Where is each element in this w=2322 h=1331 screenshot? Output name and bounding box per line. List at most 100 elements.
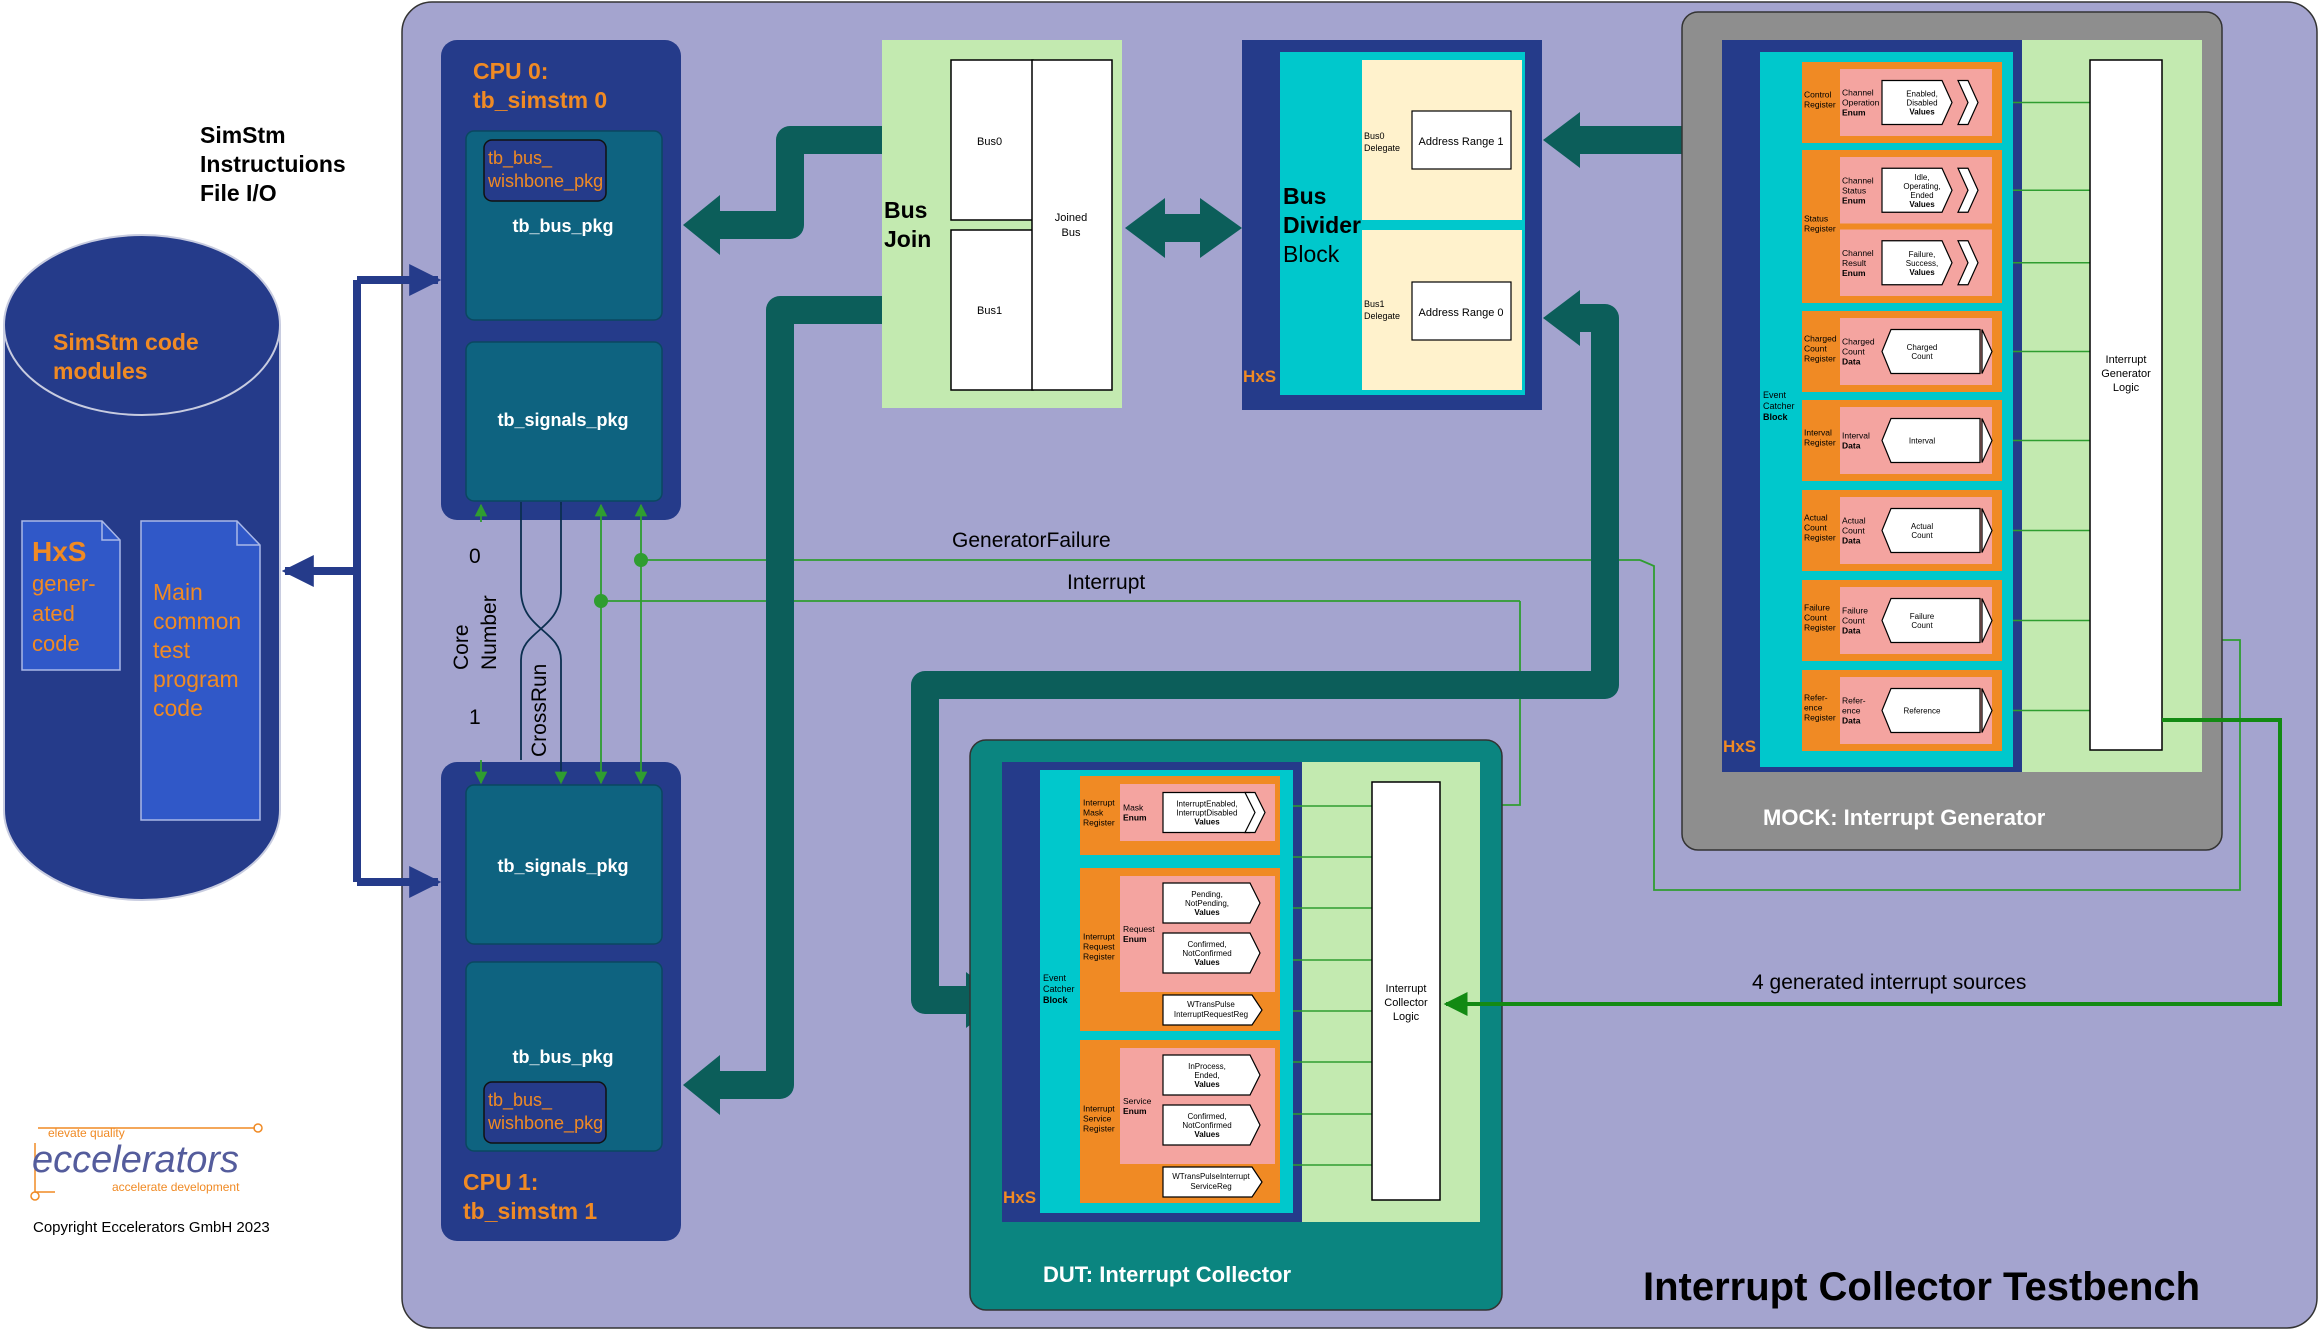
mock-event-catcher-line3: Block [1763, 412, 1789, 422]
cpu1-bus-pkg-label: tb_bus_pkg [512, 1047, 613, 1067]
dut-register-name: Mask [1083, 808, 1104, 818]
dut-value-text: NotConfirmed [1182, 949, 1231, 958]
mock-value-text: Charged [1907, 343, 1938, 352]
dut-value-suffix: Values [1194, 818, 1220, 827]
cpu0-signals-pkg [465, 341, 663, 502]
interrupt-collector-logic [1371, 781, 1441, 1201]
mock-register-list: ControlRegisterChannelOperationEnumEnabl… [1802, 62, 2002, 751]
dut-register-list: InterruptMaskRegisterMaskEnumInterruptEn… [1080, 776, 1280, 1203]
joined-bus-line1: Joined [1055, 212, 1087, 224]
mock-field-name: Channel [1842, 248, 1874, 258]
simstm-line1: SimStm [200, 122, 286, 148]
dut-value-suffix: Values [1194, 958, 1220, 967]
interrupt-junction [594, 594, 608, 608]
dut-enum-arrow [1244, 791, 1266, 834]
logo-brand: eccelerators [32, 1139, 239, 1181]
cpu1-title-line1: CPU 1: [463, 1169, 538, 1195]
dut-field-kind: Enum [1123, 1106, 1147, 1116]
dut-hxs-label: HxS [1003, 1188, 1036, 1207]
mock-field-name: Channel [1842, 175, 1874, 185]
mock-value-text: Enabled, [1906, 90, 1938, 99]
mock-value-box [1881, 167, 1953, 213]
mock-event-catcher-line1: Event [1763, 390, 1787, 400]
cpu0-wishbone-pkg [483, 139, 607, 202]
dut-value-text: NotPending, [1185, 899, 1229, 908]
dut-pulse-text: InterruptRequestReg [1174, 1010, 1248, 1019]
db-title-line1: SimStm code [53, 329, 199, 355]
mock-data-arrow [1981, 329, 1993, 374]
mock-data-arrow [1981, 508, 1993, 553]
mock-hxs-label: HxS [1723, 737, 1756, 756]
mock-value-text: Idle, [1914, 173, 1929, 182]
logo-bottom: accelerate development [112, 1180, 240, 1194]
mock-field-kind: Data [1842, 536, 1861, 546]
mock-value-text: Success, [1906, 259, 1938, 268]
dut-value-text: Pending, [1191, 890, 1223, 899]
mock-register-name: Status [1804, 214, 1828, 224]
cpu0-title-line1: CPU 0: [473, 58, 548, 84]
mock-value-text: Interval [1909, 437, 1935, 446]
eccelerators-logo [30, 1123, 263, 1201]
mock-value-box [1881, 240, 1953, 286]
main-test-program-document [140, 520, 261, 821]
mock-data-arrow [1981, 688, 1993, 733]
joined-bus-line2: Bus [1062, 227, 1081, 239]
bus-divider-title-line3: Block [1283, 241, 1340, 267]
dut-field-name: Service [1123, 1096, 1152, 1106]
mock-register-name: Count [1804, 523, 1827, 533]
dut-register-name: Interrupt [1083, 798, 1115, 808]
hxs-generated-code-document [21, 520, 121, 671]
mock-enum-arrow [1957, 240, 1979, 286]
mock-wires [2013, 101, 2090, 712]
mock-value-text: Count [1911, 621, 1933, 630]
dut-value-box [1162, 882, 1261, 924]
bus1-delegate-line1: Bus1 [1364, 299, 1385, 309]
cpu1-wishbone-line2: wishbone_pkg [487, 1113, 603, 1134]
doc1-line1: HxS [32, 536, 86, 567]
doc2-line1: Main [153, 579, 203, 605]
crossrun-wiring [520, 502, 568, 785]
dut-event-catcher-line2: Catcher [1043, 984, 1075, 994]
dut-field-kind: Enum [1123, 813, 1147, 823]
cpu1-signals-pkg [465, 784, 663, 945]
mock-value-box [1881, 417, 1981, 464]
core-label-line1: Core [450, 624, 473, 670]
mock-value-box [1881, 687, 1981, 734]
crossrun-label: CrossRun [528, 664, 551, 757]
dut-pulse-text: ServiceReg [1190, 1182, 1231, 1191]
bus-join-title-line2: Join [884, 226, 931, 252]
logo-top: elevate quality [48, 1126, 125, 1140]
generator-failure-label: GeneratorFailure [952, 529, 1111, 552]
bus1-label: Bus1 [977, 305, 1002, 317]
dut-wires [1293, 805, 1372, 1166]
dut-value-box [1162, 1054, 1261, 1096]
collector-logic-line2: Collector [1384, 997, 1428, 1009]
interrupt-label: Interrupt [1067, 571, 1145, 594]
dut-value-suffix: Values [1194, 1080, 1220, 1089]
dut-register-name: Register [1083, 952, 1115, 962]
mock-field-name: ence [1842, 706, 1861, 716]
mock-field-name: Charged [1842, 337, 1875, 347]
dut-event-catcher-line1: Event [1043, 973, 1067, 983]
cpu0-wishbone-line2: wishbone_pkg [487, 171, 603, 192]
dut-pulse-text: WTransPulseInterrupt [1172, 1172, 1250, 1181]
mock-value-text: Ended [1910, 191, 1933, 200]
dut-register-name: Register [1083, 818, 1115, 828]
mock-register-name: Charged [1804, 334, 1837, 344]
dut-value-suffix: Values [1194, 1130, 1220, 1139]
address-range-0 [1411, 281, 1512, 341]
cpu0-signals-pkg-label: tb_signals_pkg [497, 410, 628, 430]
dut-register-name: Interrupt [1083, 1104, 1115, 1114]
mock-field-kind: Enum [1842, 195, 1866, 205]
testbench-title: Interrupt Collector Testbench [1643, 1265, 2200, 1309]
generator-failure-wire [641, 559, 2241, 891]
mock-data-arrow [1981, 418, 1993, 463]
collector-logic-line3: Logic [1393, 1011, 1420, 1023]
generator-logic-line3: Logic [2113, 382, 2140, 394]
generated-interrupt-sources-wire [1443, 718, 2282, 1016]
mock-field-name: Interval [1842, 431, 1870, 441]
bus0-label: Bus0 [977, 136, 1002, 148]
mock-title: MOCK: Interrupt Generator [1763, 805, 2046, 830]
mock-field-kind: Data [1842, 716, 1861, 726]
